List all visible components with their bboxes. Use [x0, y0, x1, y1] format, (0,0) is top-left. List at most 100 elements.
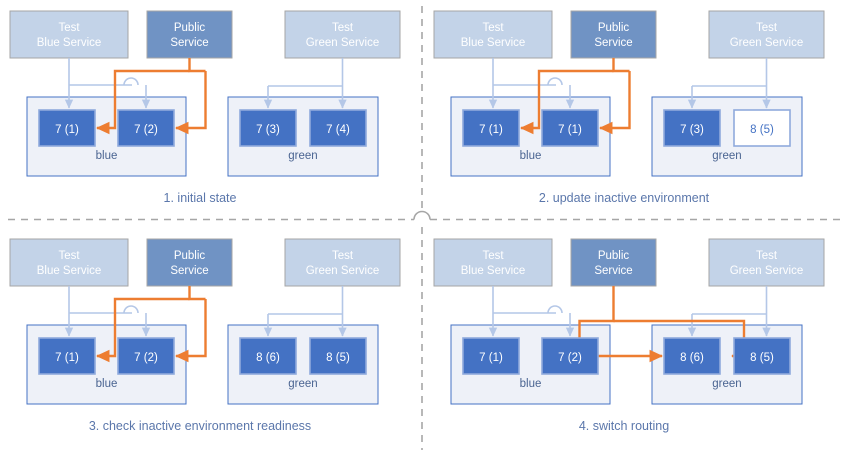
green-node-1[interactable]: 7 (3)	[239, 109, 297, 147]
blue-environment-label: blue	[520, 150, 542, 162]
green-node-1-box[interactable]	[663, 109, 721, 147]
public-route-to-node1	[520, 69, 614, 135]
test-blue-rail-jumper	[123, 77, 139, 86]
green-node-2-box[interactable]	[309, 337, 367, 375]
blue-node-2[interactable]: 7 (2)	[541, 337, 599, 375]
blue-node-1-label: 7 (1)	[55, 124, 79, 136]
green-node-2[interactable]: 8 (5)	[309, 337, 367, 375]
public-service-line2: Service	[594, 265, 632, 277]
green-node-2-box[interactable]	[733, 337, 791, 375]
green-node-2-box[interactable]	[309, 109, 367, 147]
blue-node-2-label: 7 (2)	[134, 352, 158, 364]
green-node-1-label: 8 (6)	[256, 352, 280, 364]
blue-node-1-box[interactable]	[462, 109, 520, 147]
public-route-to-node1	[578, 286, 663, 363]
green-node-2-box[interactable]	[733, 109, 791, 147]
blue-node-1-label: 7 (1)	[479, 124, 503, 136]
test-green-service-line1: Test	[332, 22, 354, 34]
test-blue-service-line1: Test	[482, 250, 504, 262]
test-blue-service-box[interactable]	[433, 238, 553, 287]
test-blue-service-line1: Test	[58, 22, 80, 34]
panel-4-caption: 4. switch routing	[579, 419, 669, 433]
blue-node-1-box[interactable]	[38, 337, 96, 375]
green-node-2-label: 8 (5)	[750, 124, 774, 136]
blue-node-2-label: 7 (2)	[558, 352, 582, 364]
blue-node-1[interactable]: 7 (1)	[38, 337, 96, 375]
blue-node-1-label: 7 (1)	[479, 352, 503, 364]
blue-node-2[interactable]: 7 (2)	[117, 337, 175, 375]
blue-node-1-box[interactable]	[38, 109, 96, 147]
green-node-2[interactable]: 8 (5)	[733, 109, 791, 147]
blue-node-1[interactable]: 7 (1)	[38, 109, 96, 147]
green-node-1-box[interactable]	[239, 109, 297, 147]
public-service-box[interactable]	[570, 238, 657, 287]
green-node-1[interactable]: 7 (3)	[663, 109, 721, 147]
green-node-1-box[interactable]	[239, 337, 297, 375]
blue-node-2-box[interactable]	[541, 337, 599, 375]
test-green-service-box[interactable]	[708, 10, 825, 59]
public-service-line1: Public	[174, 250, 206, 262]
public-route-to-node2	[175, 299, 207, 363]
blue-node-2-box[interactable]	[117, 337, 175, 375]
public-route-to-node2	[175, 71, 207, 135]
panel-2-caption: 2. update inactive environment	[539, 191, 710, 205]
test-green-service-box[interactable]	[284, 238, 401, 287]
green-node-2[interactable]: 8 (5)	[733, 337, 791, 375]
test-green-service-line2: Green Service	[730, 265, 804, 277]
test-blue-service-line2: Blue Service	[37, 37, 102, 49]
test-green-service-box[interactable]	[284, 10, 401, 59]
test-blue-service-box[interactable]	[433, 10, 553, 59]
public-service-line2: Service	[594, 37, 632, 49]
green-node-2[interactable]: 7 (4)	[309, 109, 367, 147]
green-node-1[interactable]: 8 (6)	[239, 337, 297, 375]
blue-node-2-label: 7 (2)	[134, 124, 158, 136]
test-green-service-line1: Test	[756, 22, 778, 34]
test-blue-rail-jumper	[123, 305, 139, 314]
public-service-box[interactable]	[570, 10, 657, 59]
test-blue-service-line2: Blue Service	[37, 265, 102, 277]
test-blue-service-line1: Test	[482, 22, 504, 34]
green-node-1-label: 7 (3)	[680, 124, 704, 136]
test-blue-service-line2: Blue Service	[461, 37, 526, 49]
blue-node-2-box[interactable]	[541, 109, 599, 147]
public-route-trunk	[188, 58, 206, 73]
blue-node-1[interactable]: 7 (1)	[462, 109, 520, 147]
blue-node-2-box[interactable]	[117, 109, 175, 147]
public-service-line2: Service	[170, 265, 208, 277]
public-service-line1: Public	[598, 250, 630, 262]
blue-environment-label: blue	[520, 378, 542, 390]
public-service-box[interactable]	[146, 10, 233, 59]
blue-node-1[interactable]: 7 (1)	[462, 337, 520, 375]
test-green-service-box[interactable]	[708, 238, 825, 287]
public-route-to-node2	[599, 71, 631, 135]
blue-node-1-box[interactable]	[462, 337, 520, 375]
blue-node-2[interactable]: 7 (2)	[117, 109, 175, 147]
green-node-1[interactable]: 8 (6)	[663, 337, 721, 375]
blue-environment-label: blue	[96, 378, 118, 390]
panel-3-caption: 3. check inactive environment readiness	[89, 419, 311, 433]
public-service-line2: Service	[170, 37, 208, 49]
public-service-box[interactable]	[146, 238, 233, 287]
green-environment-label: green	[712, 150, 741, 162]
green-node-1-box[interactable]	[663, 337, 721, 375]
test-green-service-line2: Green Service	[306, 265, 380, 277]
green-node-2-label: 7 (4)	[326, 124, 350, 136]
test-blue-service-box[interactable]	[9, 238, 129, 287]
test-blue-service-box[interactable]	[9, 10, 129, 59]
blue-node-2[interactable]: 7 (1)	[541, 109, 599, 147]
